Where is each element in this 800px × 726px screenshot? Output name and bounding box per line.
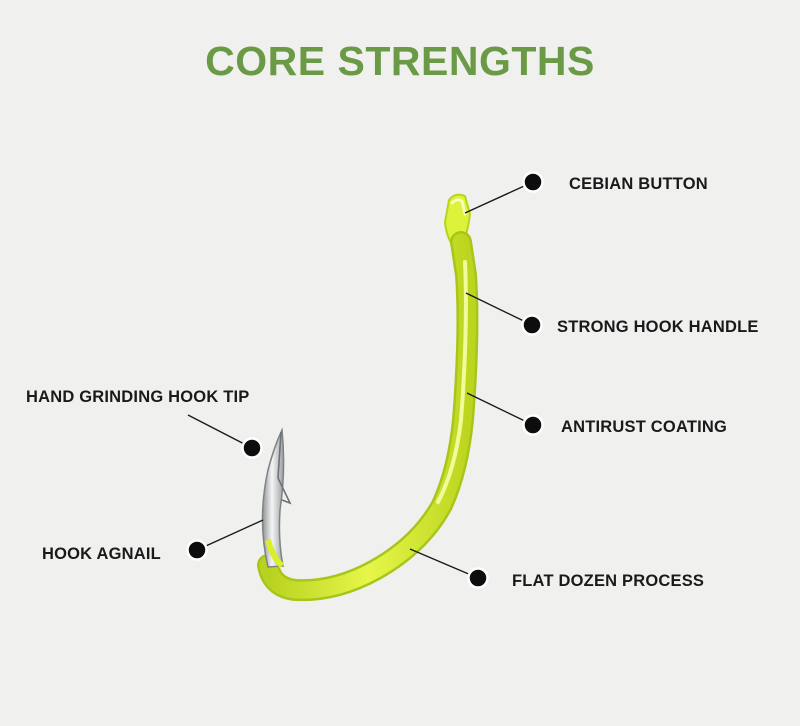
- callout-dots: [186, 171, 544, 589]
- label-cebian-button: CEBIAN BUTTON: [569, 175, 708, 193]
- label-hook-agnail: HOOK AGNAIL: [42, 545, 161, 563]
- label-antirust-coating: ANTIRUST COATING: [561, 418, 728, 436]
- dot-flat-dozen-process: [467, 567, 489, 589]
- leader-lines: [187, 181, 534, 579]
- dot-strong-hook-handle: [521, 314, 543, 336]
- hook-point: [261, 427, 292, 569]
- leader-flat-dozen-process: [409, 548, 479, 579]
- label-flat-dozen-process: FLAT DOZEN PROCESS: [512, 572, 705, 590]
- page-title: CORE STRENGTHS: [205, 38, 595, 84]
- dot-hand-grinding-hook-tip: [241, 437, 263, 459]
- label-strong-hook-handle: STRONG HOOK HANDLE: [557, 318, 759, 336]
- leader-antirust-coating: [466, 392, 534, 426]
- leader-hook-agnail: [196, 519, 264, 551]
- leader-hand-grinding-hook-tip: [187, 414, 253, 449]
- dot-hook-agnail: [186, 539, 208, 561]
- leader-strong-hook-handle: [465, 292, 533, 326]
- hook-shank: [257, 231, 479, 602]
- label-hand-grinding-hook-tip: HAND GRINDING HOOK TIP: [26, 388, 250, 406]
- leader-cebian-button: [464, 181, 534, 214]
- dot-cebian-button: [522, 171, 544, 193]
- dot-antirust-coating: [522, 414, 544, 436]
